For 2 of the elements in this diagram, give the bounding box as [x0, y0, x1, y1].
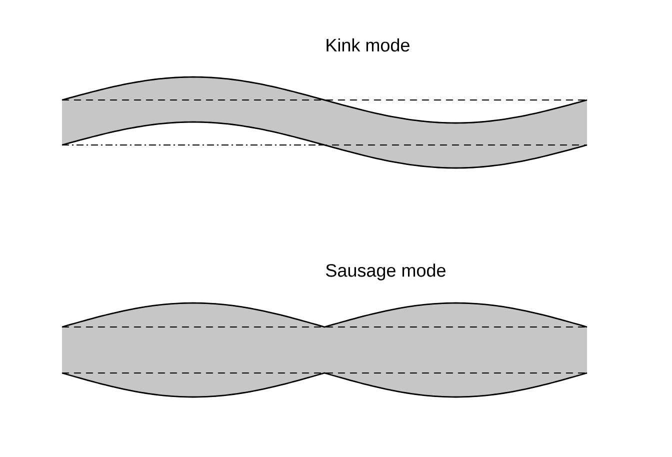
mode-label: Sausage mode	[326, 264, 446, 280]
mode-label: Kink mode	[326, 38, 410, 52]
